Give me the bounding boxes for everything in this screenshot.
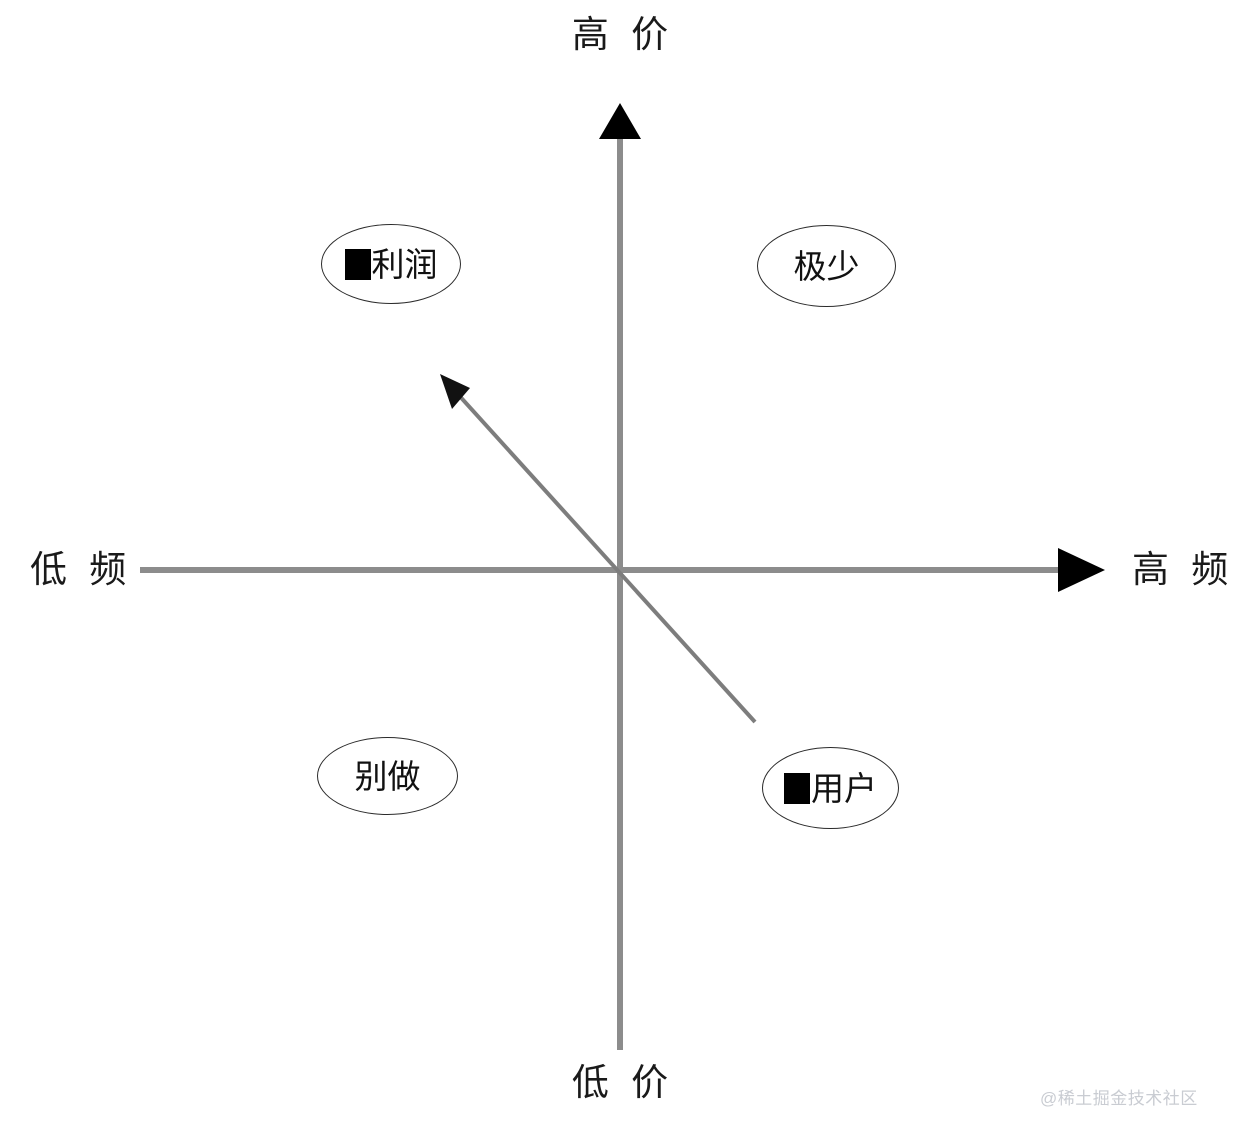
quadrant-node-profit-label: 利润 [344,245,438,283]
quadrant-node-profit-text: 利润 [371,245,438,283]
axis-label-left: 低 频 [30,549,133,590]
quadrant-node-user[interactable]: 用户 [762,747,899,829]
axis-label-top: 高 价 [571,14,675,55]
trend-arrow-arrowhead-icon [440,374,470,409]
missing-glyph-box-icon [784,772,810,804]
quadrant-node-rare[interactable]: 极少 [757,225,896,307]
quadrant-node-profit[interactable]: 利润 [321,224,461,304]
horizontal-axis-arrowhead-icon [1058,548,1105,592]
axis-label-right: 高 频 [1132,549,1235,590]
watermark: @稀土掘金技术社区 [1040,1089,1198,1108]
trend-arrow-line [453,389,757,724]
vertical-axis-arrowhead-icon [599,103,641,139]
axis-label-bottom: 低 价 [571,1062,675,1103]
quadrant-node-user-label: 用户 [784,772,877,805]
quadrant-node-user-text: 用户 [811,769,877,807]
quadrant-node-dontdo-label: 别做 [354,757,421,795]
quadrant-node-dontdo[interactable]: 别做 [317,737,458,815]
missing-glyph-box-icon [344,248,371,280]
quadrant-node-rare-label: 极少 [793,247,860,285]
